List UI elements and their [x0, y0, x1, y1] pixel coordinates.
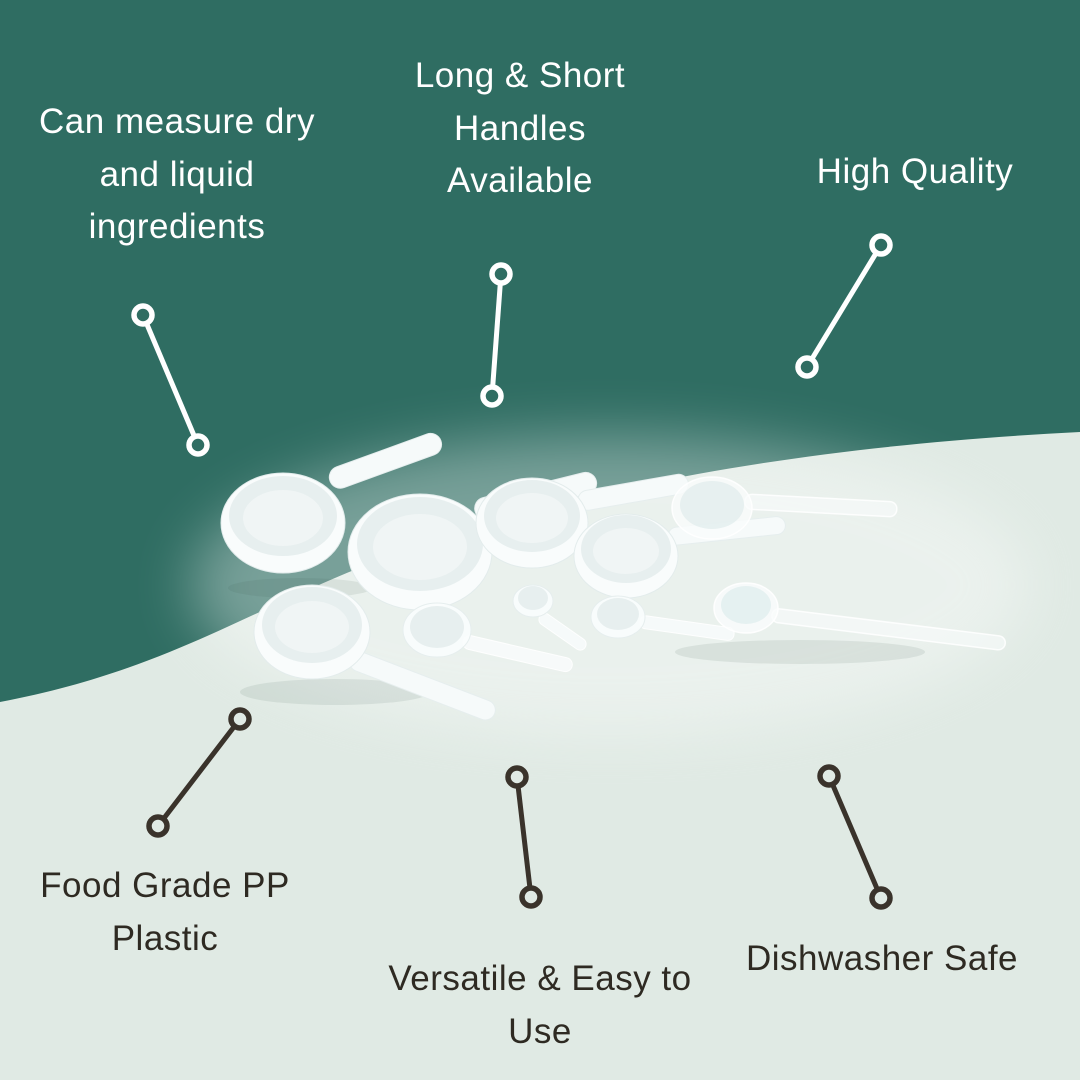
- connector-ring: [817, 764, 841, 788]
- scoop-cup-4: [573, 513, 786, 599]
- connector-ring: [489, 262, 513, 286]
- callout-versatile-line-1: Versatile & Easy to: [388, 959, 692, 998]
- connector-ring: [869, 886, 893, 910]
- callout-measure: Can measure dry and liquid ingredients: [12, 96, 342, 254]
- callout-food-grade-line-1: Food Grade PP: [40, 866, 290, 905]
- connector-quality: [795, 233, 893, 379]
- scoop-translucent-long: [671, 476, 898, 540]
- connector-ring: [869, 233, 893, 257]
- callout-handles-line-1: Long & Short: [414, 56, 626, 95]
- connector-ring: [131, 303, 155, 327]
- callout-quality-line-1: High Quality: [816, 152, 1014, 191]
- callout-handles: Long & Short Handles Available: [388, 50, 652, 208]
- callout-dishwasher: Dishwasher Safe: [710, 933, 1054, 986]
- scoop-long-handle: [713, 582, 1007, 651]
- scoop-tiny: [512, 584, 587, 651]
- callout-measure-line-1: Can measure dry: [39, 102, 315, 141]
- connector-ring: [186, 433, 210, 457]
- scoop-small-2: [590, 595, 735, 641]
- callout-versatile: Versatile & Easy to Use: [358, 953, 722, 1058]
- callout-versatile-line-2: Use: [508, 1011, 572, 1051]
- connector-dishwasher: [817, 764, 893, 910]
- callout-food-grade: Food Grade PP Plastic: [15, 860, 315, 965]
- callout-handles-line-3: Available: [447, 161, 593, 200]
- callout-food-grade-line-2: Plastic: [111, 918, 219, 958]
- connector-ring: [480, 384, 504, 408]
- connector-ring: [505, 765, 529, 789]
- callout-measure-line-3: ingredients: [88, 207, 266, 246]
- connector-measure: [131, 303, 210, 457]
- callout-handles-line-2: Handles: [454, 108, 586, 148]
- connector-versatile: [505, 765, 543, 909]
- scoop-cup-3: [475, 473, 689, 569]
- scoop-cup-1: [220, 432, 443, 574]
- connector-ring: [228, 707, 252, 731]
- connector-ring: [519, 885, 543, 909]
- connector-ring: [795, 355, 819, 379]
- scoop-cup-5: [253, 584, 496, 721]
- connector-food-grade: [146, 707, 252, 838]
- callout-quality: High Quality: [763, 146, 1067, 199]
- callout-dishwasher-line-1: Dishwasher Safe: [745, 939, 1019, 978]
- connector-ring: [146, 814, 170, 838]
- connector-handles: [480, 262, 513, 408]
- scoop-small-1: [402, 602, 573, 673]
- callout-measure-line-2: and liquid: [99, 154, 255, 194]
